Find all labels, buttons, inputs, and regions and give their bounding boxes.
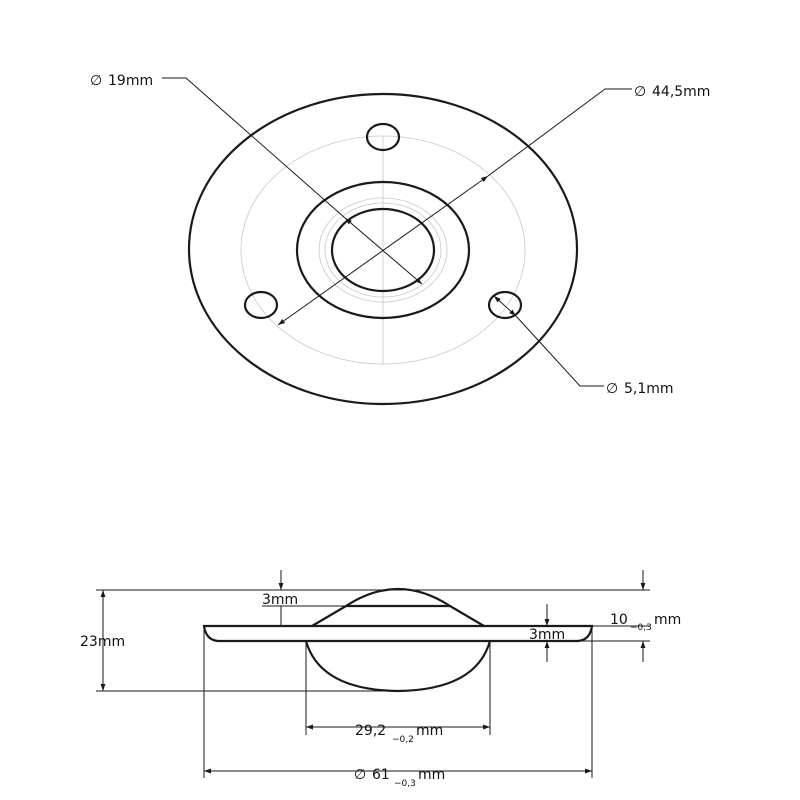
flange-diameter-tolerance: −0,3 [394, 779, 416, 789]
mounting-hole-left [243, 290, 279, 320]
housing-diameter-value: 29,2 [355, 723, 386, 739]
hole-diameter-leader [515, 315, 604, 387]
hole-circle-diameter-label: 44,5mm [652, 84, 710, 100]
ball-diameter-leader [162, 77, 346, 219]
flange-diameter-unit: mm [418, 767, 445, 783]
ball-diameter-label: 19mm [108, 73, 153, 89]
hole-diameter-prefix: ∅ [606, 381, 618, 397]
housing-diameter-tolerance: −0,2 [392, 735, 414, 745]
ball-diameter-prefix: ∅ [90, 73, 102, 89]
flange-diameter-prefix: ∅ [354, 767, 366, 783]
mounting-hole-right [487, 290, 523, 320]
height-to-flange-value: 10 [610, 612, 628, 628]
flange-outline [187, 92, 579, 406]
total-height-label: 23mm [80, 634, 125, 650]
mounting-hole-top [365, 122, 401, 152]
ball-diameter-dimension-line [344, 217, 423, 285]
hole-circle-diameter-prefix: ∅ [634, 84, 646, 100]
hole-diameter-dimension-line [493, 295, 517, 317]
hole-circle-diameter-leader [487, 88, 632, 177]
hole-diameter-label: 5,1mm [624, 381, 674, 397]
housing-diameter-unit: mm [416, 723, 443, 739]
flange-thickness-label: 3mm [529, 627, 565, 643]
ball-cap-outline [345, 588, 451, 607]
flange-diameter-value: 61 [372, 767, 390, 783]
height-to-flange-tolerance: −0,3 [630, 623, 652, 633]
height-to-flange-unit: mm [654, 612, 681, 628]
hole-circle-diameter-dimension-line [277, 175, 489, 326]
cover-ring-outline [311, 604, 485, 627]
cap-height-label: 3mm [262, 592, 298, 608]
height-to-flange-label: 10 [610, 612, 628, 628]
top-view: ∅ 19mm ∅ 44,5mm ∅ 5,1mm [90, 73, 710, 406]
housing-profile [304, 640, 492, 693]
side-view: 23mm 3mm 10 −0,3 mm 3mm 29,2 −0,2 mm ∅ 6… [80, 570, 681, 789]
